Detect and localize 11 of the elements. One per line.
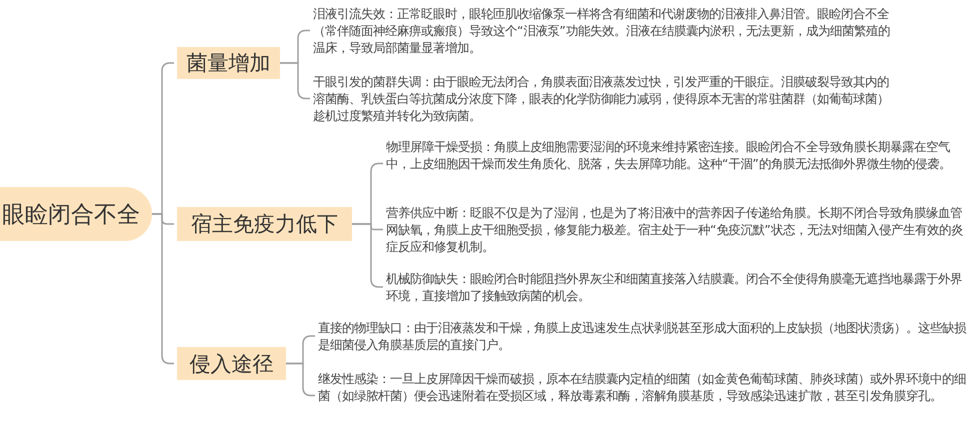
- note-text: 干眼引发的菌群失调：由于眼睑无法闭合，角膜表面泪液蒸发过快，引发严重的干眼症。泪膜破裂导致其内的溶菌酶、乳铁蛋白等抗菌成分浓度下降，眼表的化学防御能力减弱，使得原本无害的常驻菌群（如葡萄球菌）趁机过度繁殖并转化为致病菌。: [313, 73, 898, 124]
- note-text: 机械防御缺失：眼睑闭合时能阻挡外界灰尘和细菌直接落入结膜囊。闭合不全使得角膜毫无遮挡地暴露于外界环境，直接增加了接触致病菌的机会。: [386, 270, 971, 304]
- note-text: 继发性感染：一旦上皮屏障因干燥而破损，原本在结膜囊内定植的细菌（如金黄色葡萄球菌、肺炎球菌）或外界环境中的细菌（如绿脓杆菌）便会迅速附着在受损区域，释放毒素和酶，溶解角膜基质，导致感染迅速扩散，甚至引发角膜穿孔。: [318, 370, 968, 421]
- branch-topic: 菌量增加: [177, 47, 280, 79]
- note-text: 直接的物理缺口：由于泪液蒸发和干燥，角膜上皮迅速发生点状剥脱甚至形成大面积的上皮缺损（地图状溃疡）。这些缺损是细菌侵入角膜基质层的直接门户。: [318, 319, 968, 353]
- note-text: 物理屏障干燥受损：角膜上皮细胞需要湿润的环境来维持紧密连接。眼睑闭合不全导致角膜长期暴露在空气中，上皮细胞因干燥而发生角质化、脱落，失去屏障功能。这种“干涸”的角膜无法抵御外界微生物的侵袭。: [386, 138, 971, 189]
- root-topic: 眼睑闭合不全: [0, 187, 152, 241]
- branch-topic: 侵入途径: [177, 347, 286, 380]
- note-text: 营养供应中断：眨眼不仅是为了湿润，也是为了将泪液中的营养因子传递给角膜。长期不闭合导致角膜缘血管网缺氧，角膜上皮干细胞受损，修复能力极差。宿主处于一种“免疫沉默”状态，无法对细菌入侵产生有效的炎症反应和修复机制。: [386, 204, 971, 255]
- note-text: 泪液引流失效：正常眨眼时，眼轮匝肌收缩像泵一样将含有细菌和代谢废物的泪液排入鼻泪管。眼睑闭合不全（常伴随面神经麻痹或瘢痕）导致这个“泪液泵”功能失效。泪液在结膜囊内淤积，无法更新，成为细菌繁殖的温床，导致局部菌量显著增加。: [313, 5, 898, 56]
- branch-topic: 宿主免疫力低下: [177, 207, 352, 241]
